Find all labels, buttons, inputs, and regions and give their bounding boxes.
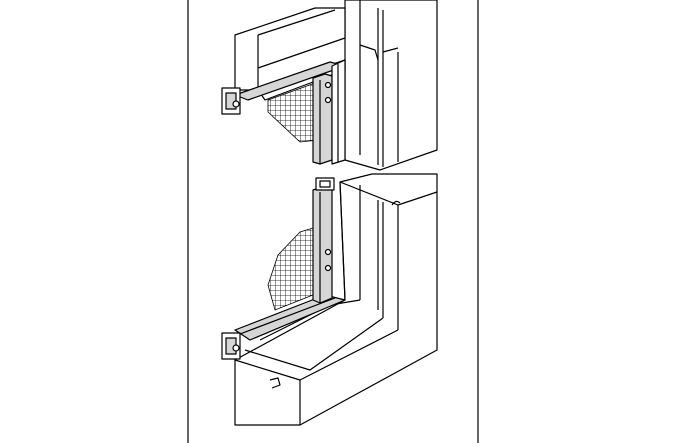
screw	[324, 81, 332, 89]
screen-mesh	[267, 81, 319, 143]
screw	[324, 248, 332, 256]
bottom-window-sill	[221, 173, 438, 426]
frame-vertical-bar-bottom	[312, 185, 333, 304]
screw	[324, 264, 332, 272]
screw	[324, 96, 332, 104]
screen-mesh	[267, 227, 314, 311]
top-window-head	[221, 0, 438, 171]
